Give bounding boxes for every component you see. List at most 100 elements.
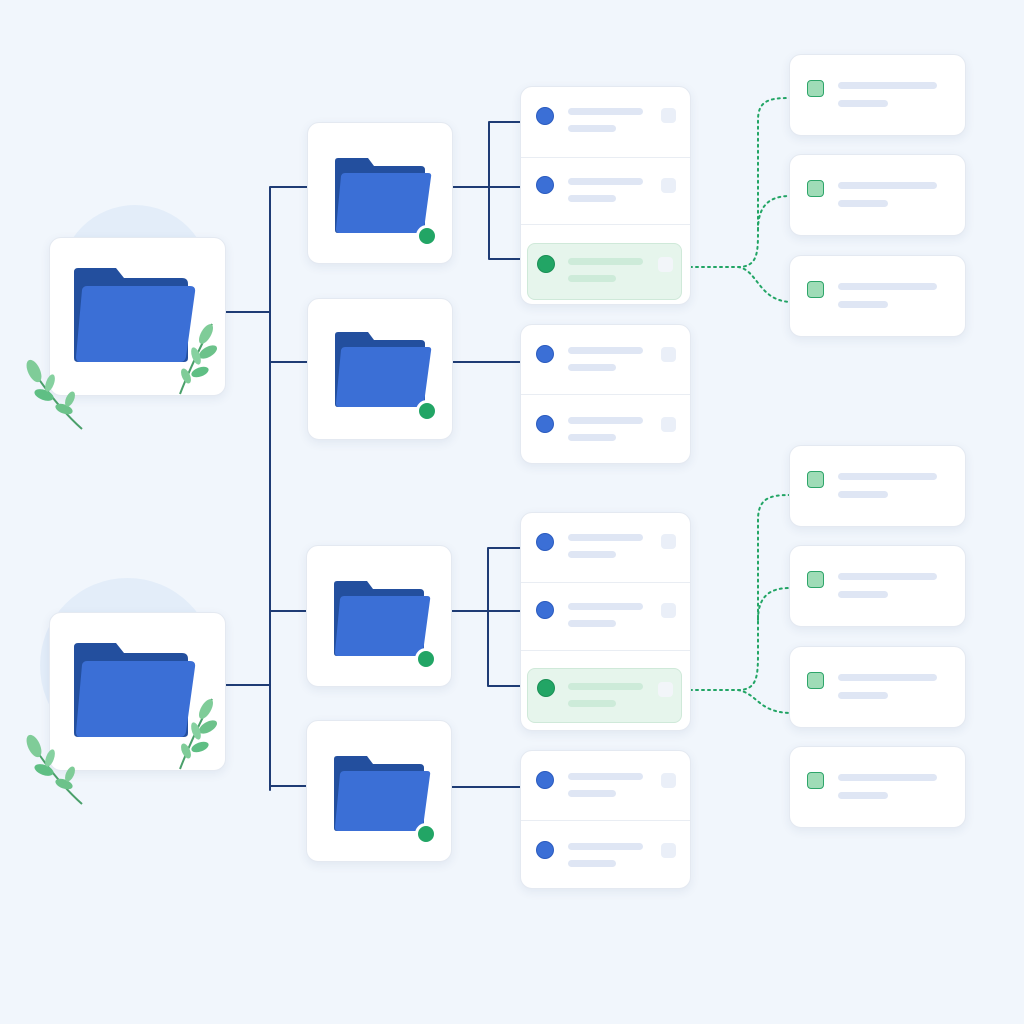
list-dot [537,679,555,697]
placeholder-bar [568,417,643,424]
list-dot [536,415,554,433]
checkbox-square[interactable] [807,281,824,298]
detail-card[interactable] [789,445,966,527]
folder-icon [74,643,196,737]
placeholder-bar [838,591,888,598]
folder-card-2b[interactable] [306,720,452,862]
placeholder-bar [568,843,643,850]
placeholder-bar [568,275,616,282]
placeholder-bar [568,108,643,115]
list-item[interactable] [521,582,690,650]
placeholder-bar [568,551,616,558]
list-item[interactable] [521,751,690,820]
connector-folder2a [451,547,521,687]
dotted-connector-group1 [689,97,791,303]
checkbox-square[interactable] [661,534,676,549]
checkbox-square[interactable] [807,180,824,197]
checkbox-square[interactable] [661,603,676,618]
list-dot [536,841,554,859]
checkbox-square[interactable] [807,80,824,97]
placeholder-bar [568,364,616,371]
list-item[interactable] [521,87,690,157]
placeholder-bar [838,473,937,480]
placeholder-bar [568,620,616,627]
folder-icon [74,268,196,362]
folder-icon [334,581,431,656]
placeholder-bar [568,347,643,354]
leaf-sprig [179,323,218,395]
list-dot [536,601,554,619]
list-item-active[interactable] [521,650,690,730]
placeholder-bar [568,434,616,441]
list-dot [536,107,554,125]
detail-card[interactable] [789,54,966,136]
checkbox-square[interactable] [807,672,824,689]
list-item[interactable] [521,513,690,582]
status-dot [415,648,437,670]
checkbox-square[interactable] [661,417,676,432]
root-folder-card-1[interactable] [49,237,226,396]
checkbox-square[interactable] [661,843,676,858]
list-item-active[interactable] [521,224,690,304]
placeholder-bar [838,692,888,699]
placeholder-bar [568,860,616,867]
status-dot [416,400,438,422]
detail-card[interactable] [789,154,966,236]
leaf-sprig [26,359,83,430]
placeholder-bar [568,195,616,202]
placeholder-bar [838,491,888,498]
checkbox-square[interactable] [658,682,673,697]
list-card-2a [520,512,691,731]
placeholder-bar [838,674,937,681]
folder-icon [335,332,432,407]
list-item[interactable] [521,325,690,394]
placeholder-bar [838,182,937,189]
checkbox-square[interactable] [661,108,676,123]
checkbox-square[interactable] [661,347,676,362]
status-dot [415,823,437,845]
detail-card[interactable] [789,545,966,627]
list-dot [536,345,554,363]
list-dot [536,771,554,789]
detail-card[interactable] [789,255,966,337]
placeholder-bar [838,283,937,290]
list-card-2b [520,750,691,889]
detail-card[interactable] [789,646,966,728]
root-folder-card-2[interactable] [49,612,226,771]
placeholder-bar [838,82,937,89]
placeholder-bar [568,700,616,707]
list-item[interactable] [521,157,690,224]
list-item[interactable] [521,394,690,463]
folder-card-1b[interactable] [307,298,453,440]
checkbox-square[interactable] [807,571,824,588]
list-card-1b [520,324,691,464]
checkbox-square[interactable] [658,257,673,272]
folder-card-2a[interactable] [306,545,452,687]
list-dot [536,533,554,551]
folder-card-1a[interactable] [307,122,453,264]
connector-folder1a [452,121,521,260]
list-dot [537,255,555,273]
placeholder-bar [838,774,937,781]
placeholder-bar [568,603,643,610]
placeholder-bar [568,790,616,797]
placeholder-bar [838,301,888,308]
list-item[interactable] [521,820,690,888]
checkbox-square[interactable] [807,772,824,789]
dotted-connector-group2 [689,494,791,714]
leaf-sprig [179,698,218,770]
checkbox-square[interactable] [661,178,676,193]
active-highlight [527,668,682,723]
folder-icon [335,158,432,233]
placeholder-bar [568,773,643,780]
checkbox-square[interactable] [807,471,824,488]
placeholder-bar [838,573,937,580]
status-dot [416,225,438,247]
list-dot [536,176,554,194]
placeholder-bar [568,683,643,690]
placeholder-bar [838,792,888,799]
detail-card[interactable] [789,746,966,828]
checkbox-square[interactable] [661,773,676,788]
placeholder-bar [568,178,643,185]
